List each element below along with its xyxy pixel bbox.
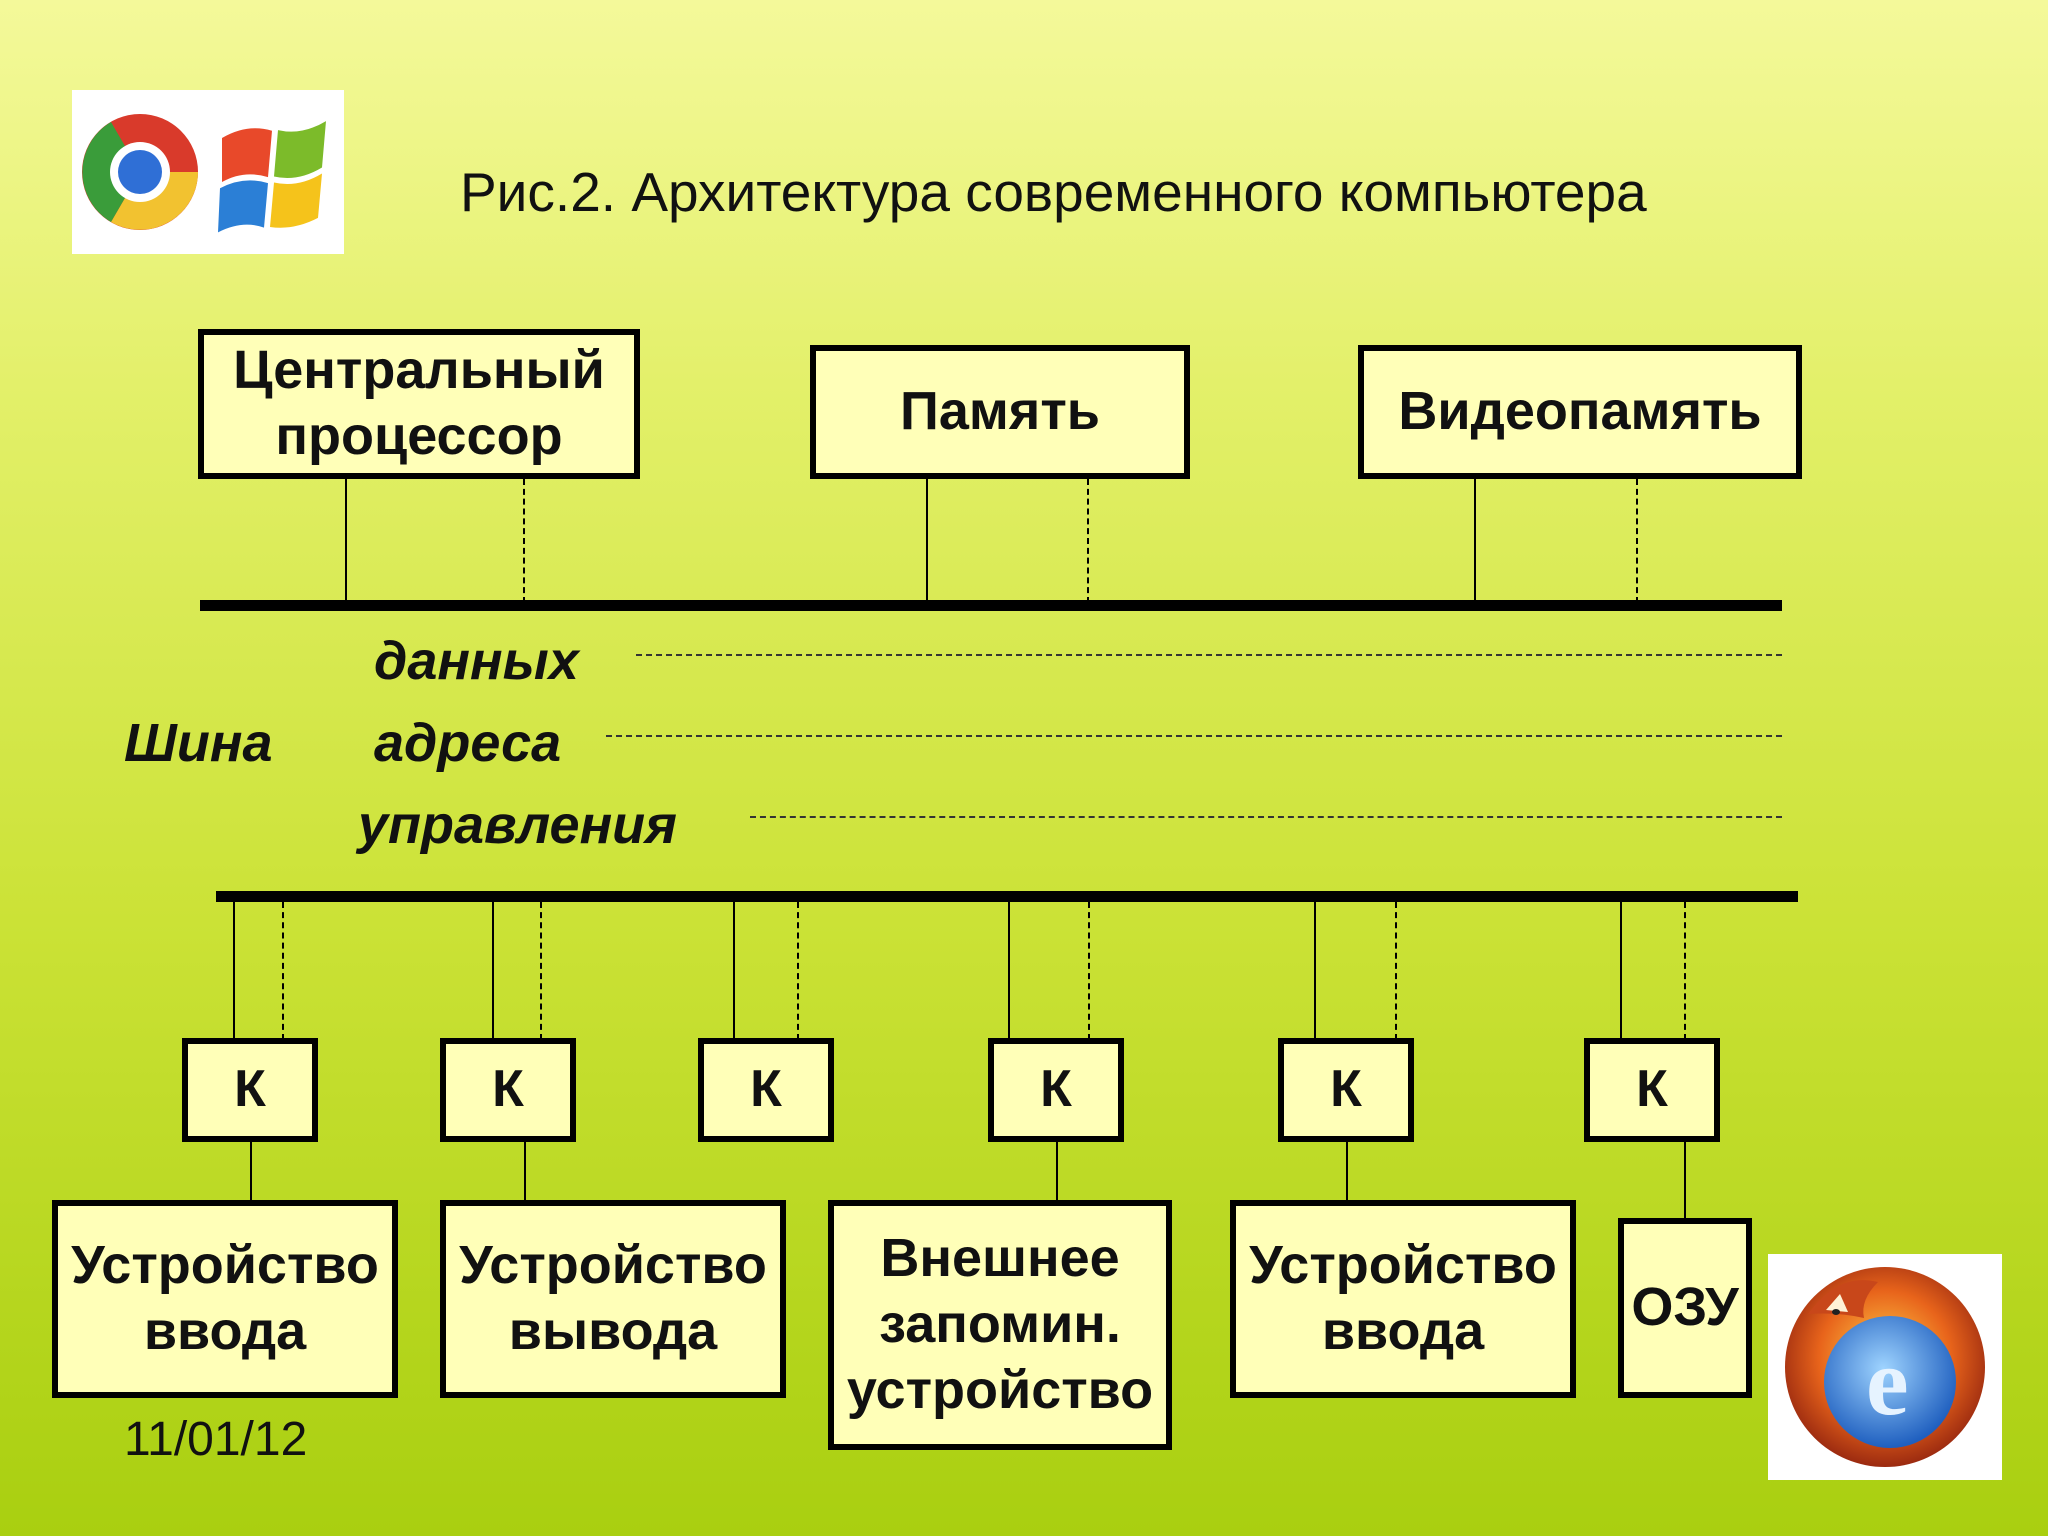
- controller-box-6: К: [1584, 1038, 1720, 1142]
- controller-box-3: К: [698, 1038, 834, 1142]
- controller-label: К: [750, 1060, 782, 1119]
- input-device-label: Устройство ввода: [71, 1235, 379, 1361]
- controller-6-connector-dashed: [1684, 902, 1686, 1040]
- browser-os-logos: [72, 90, 344, 254]
- controller-1-connector: [233, 902, 235, 1040]
- device-5-connector: [1684, 1142, 1686, 1218]
- controller-box-4: К: [988, 1038, 1124, 1142]
- bus-address-label: адреса: [374, 713, 562, 773]
- video-memory-connector: [1474, 479, 1476, 603]
- device-1-connector: [250, 1142, 252, 1202]
- controller-2-connector: [492, 902, 494, 1040]
- controller-box-1: К: [182, 1038, 318, 1142]
- controller-label: К: [1330, 1060, 1362, 1119]
- controller-label: К: [234, 1060, 266, 1119]
- input-device-box-2: Устройство ввода: [1230, 1200, 1576, 1398]
- controller-3-connector-dashed: [797, 902, 799, 1040]
- controller-label: К: [1040, 1060, 1072, 1119]
- memory-box: Память: [810, 345, 1190, 479]
- input-device-box-1: Устройство ввода: [52, 1200, 398, 1398]
- cpu-box: Центральный процессор: [198, 329, 640, 479]
- firefox-ie-icon: e: [1785, 1267, 1985, 1467]
- controller-box-2: К: [440, 1038, 576, 1142]
- firefox-ie-logo: e: [1768, 1254, 2002, 1480]
- memory-connector-dashed: [1087, 479, 1089, 603]
- external-storage-label: Внешнее запомин. устройство: [846, 1228, 1154, 1420]
- bus-address-line: [606, 735, 1782, 737]
- video-memory-label: Видеопамять: [1398, 381, 1762, 442]
- video-memory-connector-dashed: [1636, 479, 1638, 603]
- bus-control-label: управления: [358, 795, 677, 855]
- svg-text:e: e: [1866, 1328, 1909, 1435]
- output-device-box: Устройство вывода: [440, 1200, 786, 1398]
- upper-bus-line: [200, 600, 1782, 611]
- video-memory-box: Видеопамять: [1358, 345, 1802, 479]
- controller-2-connector-dashed: [540, 902, 542, 1040]
- bus-label: Шина: [124, 713, 273, 773]
- bus-control-line: [750, 816, 1782, 818]
- memory-connector: [926, 479, 928, 603]
- ram-box: ОЗУ: [1618, 1218, 1752, 1398]
- bus-data-label: данных: [374, 631, 579, 691]
- controller-label: К: [492, 1060, 524, 1119]
- ram-label: ОЗУ: [1631, 1277, 1739, 1338]
- output-device-label: Устройство вывода: [459, 1235, 767, 1361]
- bus-data-line: [636, 654, 1782, 656]
- controller-6-connector: [1620, 902, 1622, 1040]
- input-device-label-2: Устройство ввода: [1249, 1235, 1557, 1361]
- lower-bus-line: [216, 891, 1798, 902]
- device-3-connector: [1056, 1142, 1058, 1202]
- controller-box-5: К: [1278, 1038, 1414, 1142]
- cpu-connector-dashed: [523, 479, 525, 603]
- slide-date: 11/01/12: [124, 1413, 308, 1466]
- device-4-connector: [1346, 1142, 1348, 1202]
- cpu-connector: [345, 479, 347, 603]
- controller-5-connector-dashed: [1395, 902, 1397, 1040]
- chrome-windows-logo: [82, 114, 326, 233]
- cpu-label: Центральный процессор: [233, 340, 605, 466]
- controller-4-connector-dashed: [1088, 902, 1090, 1040]
- device-2-connector: [524, 1142, 526, 1202]
- controller-5-connector: [1314, 902, 1316, 1040]
- external-storage-box: Внешнее запомин. устройство: [828, 1200, 1172, 1450]
- memory-label: Память: [900, 381, 1100, 442]
- controller-label: К: [1636, 1060, 1668, 1119]
- page-title: Рис.2. Архитектура современного компьюте…: [460, 161, 1647, 223]
- controller-4-connector: [1008, 902, 1010, 1040]
- controller-3-connector: [733, 902, 735, 1040]
- controller-1-connector-dashed: [282, 902, 284, 1040]
